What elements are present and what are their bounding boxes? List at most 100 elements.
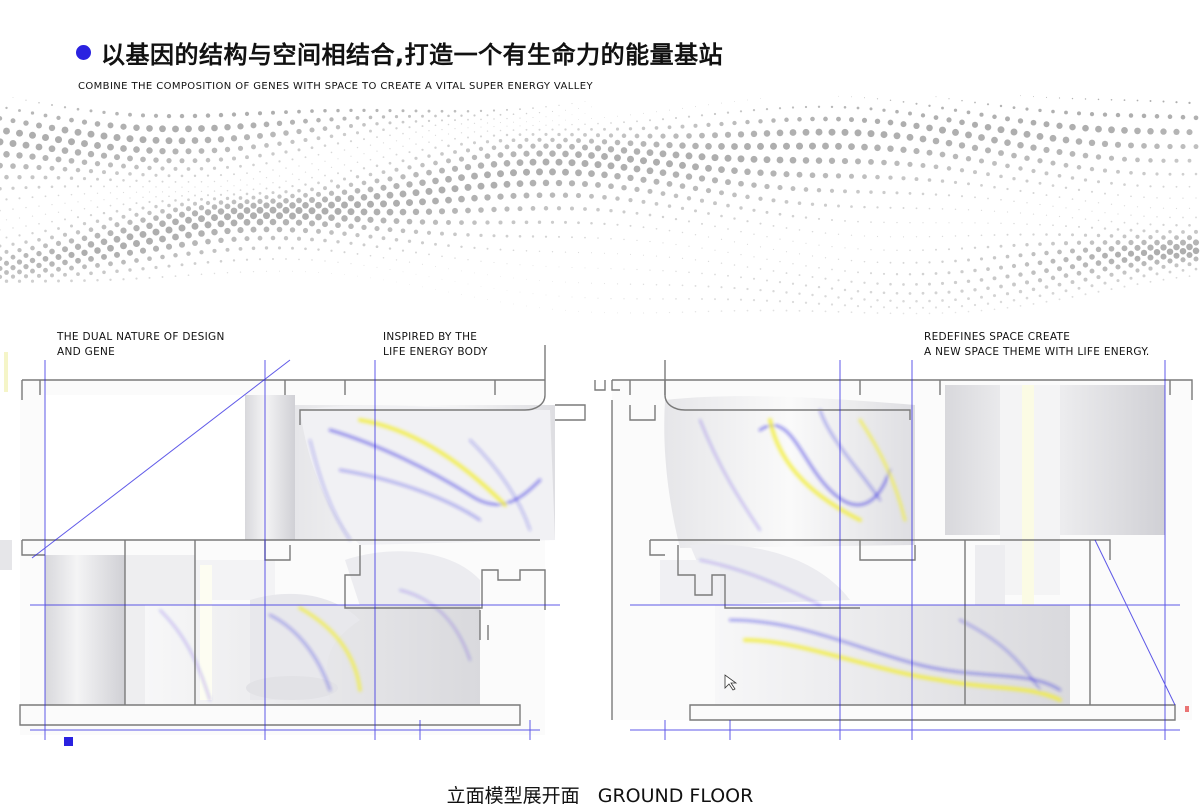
halftone-dot	[25, 206, 27, 209]
halftone-dot	[146, 147, 153, 154]
halftone-dot	[510, 192, 517, 199]
halftone-dot	[1148, 158, 1153, 163]
halftone-dot	[142, 186, 144, 188]
halftone-dot	[646, 149, 654, 156]
halftone-dot	[653, 141, 660, 148]
halftone-dot	[965, 131, 972, 139]
halftone-dot	[1134, 127, 1141, 135]
halftone-dot	[304, 183, 307, 186]
halftone-dot	[329, 134, 334, 139]
halftone-dot	[485, 220, 490, 225]
halftone-dot	[11, 186, 15, 190]
halftone-dot	[641, 126, 646, 131]
halftone-dot	[869, 190, 873, 194]
halftone-dot	[49, 248, 55, 255]
halftone-dot	[362, 243, 366, 247]
halftone-dot	[426, 169, 432, 176]
halftone-dot	[1109, 234, 1114, 238]
halftone-dot	[192, 201, 198, 206]
halftone-dot	[1030, 119, 1037, 126]
halftone-dot	[1083, 178, 1088, 182]
halftone-dot	[375, 108, 379, 113]
halftone-dot	[94, 160, 101, 167]
halftone-dot	[485, 140, 490, 144]
halftone-dot	[1121, 245, 1128, 252]
halftone-dot	[752, 208, 756, 212]
halftone-dot	[51, 220, 53, 223]
halftone-dot	[610, 122, 612, 124]
halftone-dot	[1051, 184, 1055, 187]
halftone-dot	[152, 245, 160, 252]
halftone-dot	[113, 235, 121, 243]
halftone-dot	[165, 243, 173, 250]
halftone-dot	[737, 131, 745, 138]
halftone-dot	[12, 208, 14, 210]
halftone-dot	[400, 174, 406, 180]
halftone-dot	[1089, 166, 1095, 172]
halftone-dot	[205, 113, 211, 118]
halftone-dot	[381, 236, 386, 241]
halftone-dot	[609, 209, 613, 213]
halftone-dot	[439, 167, 445, 174]
halftone-dot	[607, 146, 615, 153]
halftone-dot	[135, 191, 138, 193]
halftone-dot	[101, 224, 107, 230]
halftone-dot	[763, 156, 771, 164]
halftone-dot	[797, 117, 802, 122]
halftone-dot	[129, 185, 131, 188]
halftone-dot	[1116, 169, 1120, 174]
halftone-dot	[107, 230, 114, 237]
halftone-dot	[271, 191, 275, 195]
halftone-dot	[304, 247, 307, 251]
halftone-dot	[628, 127, 633, 131]
halftone-dot	[95, 219, 100, 223]
halftone-dot	[478, 146, 484, 152]
halftone-dot	[493, 118, 495, 120]
halftone-dot	[1051, 241, 1055, 246]
halftone-dot	[1052, 205, 1054, 207]
halftone-dot	[350, 155, 352, 157]
halftone-dot	[159, 220, 166, 227]
halftone-dot	[401, 249, 405, 252]
halftone-dot	[516, 180, 524, 187]
halftone-dot	[532, 107, 534, 109]
halftone-dot	[471, 154, 478, 161]
halftone-dot	[707, 212, 710, 215]
halftone-dot	[828, 128, 836, 136]
halftone-dot	[68, 238, 75, 244]
halftone-dot	[751, 182, 757, 188]
halftone-dot	[83, 193, 86, 195]
halftone-dot	[926, 124, 933, 132]
halftone-dot	[595, 133, 601, 138]
halftone-dot	[114, 222, 120, 228]
halftone-dot	[1097, 202, 1100, 204]
halftone-dot	[771, 118, 776, 123]
halftone-dot	[810, 202, 815, 206]
halftone-dot	[74, 243, 82, 250]
halftone-dot	[217, 220, 225, 228]
footer-label-cn: 立面模型展开面	[446, 785, 580, 807]
halftone-dot	[656, 111, 657, 113]
halftone-dot	[135, 202, 138, 205]
halftone-dot	[407, 114, 412, 118]
halftone-dot	[185, 148, 192, 155]
halftone-dot	[284, 150, 288, 154]
halftone-dot	[388, 247, 392, 250]
halftone-dot	[685, 152, 693, 160]
right-elevation-drawing	[611, 360, 1193, 740]
halftone-dot	[218, 112, 224, 118]
halftone-dot	[692, 142, 699, 150]
halftone-dot	[1193, 115, 1199, 121]
halftone-dot	[789, 129, 797, 136]
halftone-dot	[142, 196, 144, 198]
halftone-dot	[1036, 132, 1044, 140]
halftone-dot	[1136, 99, 1139, 102]
halftone-dot	[542, 158, 550, 166]
halftone-dot	[140, 156, 146, 163]
halftone-dot	[1174, 235, 1179, 241]
halftone-dot	[206, 174, 210, 177]
halftone-dot	[512, 121, 515, 123]
halftone-dot	[23, 120, 29, 126]
halftone-dot	[880, 131, 888, 139]
halftone-dot	[692, 163, 699, 171]
